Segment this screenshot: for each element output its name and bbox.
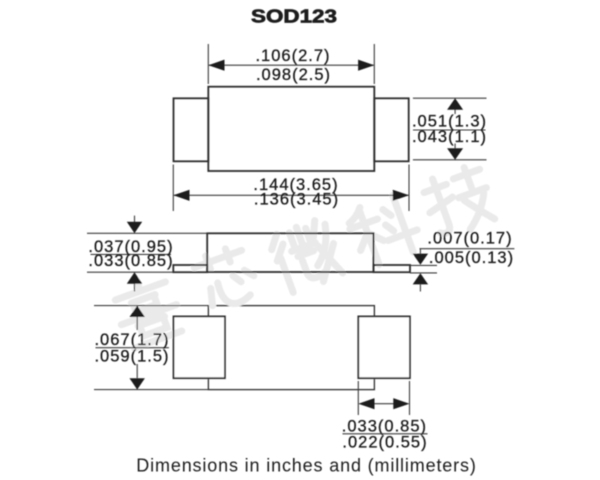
svg-text:.051(1.3): .051(1.3): [412, 113, 487, 131]
svg-text:Dimensions in inches and (mill: Dimensions in inches and (millimeters): [136, 456, 476, 476]
svg-text:.037(0.95): .037(0.95): [88, 238, 173, 256]
svg-text:.033(0.85): .033(0.85): [342, 417, 427, 435]
svg-text:.067(1.7): .067(1.7): [94, 331, 169, 349]
svg-text:SOD123: SOD123: [251, 6, 337, 27]
svg-text:.136(3.45): .136(3.45): [254, 191, 339, 209]
svg-text:.033(0.85): .033(0.85): [88, 252, 173, 270]
svg-text:.059(1.5): .059(1.5): [94, 347, 169, 365]
svg-text:.022(0.55): .022(0.55): [342, 434, 427, 452]
svg-text:.043(1.1): .043(1.1): [412, 128, 487, 146]
svg-text:.144(3.65): .144(3.65): [253, 176, 338, 194]
svg-text:.106(2.7): .106(2.7): [255, 47, 330, 65]
svg-text:.098(2.5): .098(2.5): [256, 66, 331, 84]
svg-text:.005(0.13): .005(0.13): [429, 249, 514, 267]
svg-text:.007(0.17): .007(0.17): [427, 230, 512, 248]
